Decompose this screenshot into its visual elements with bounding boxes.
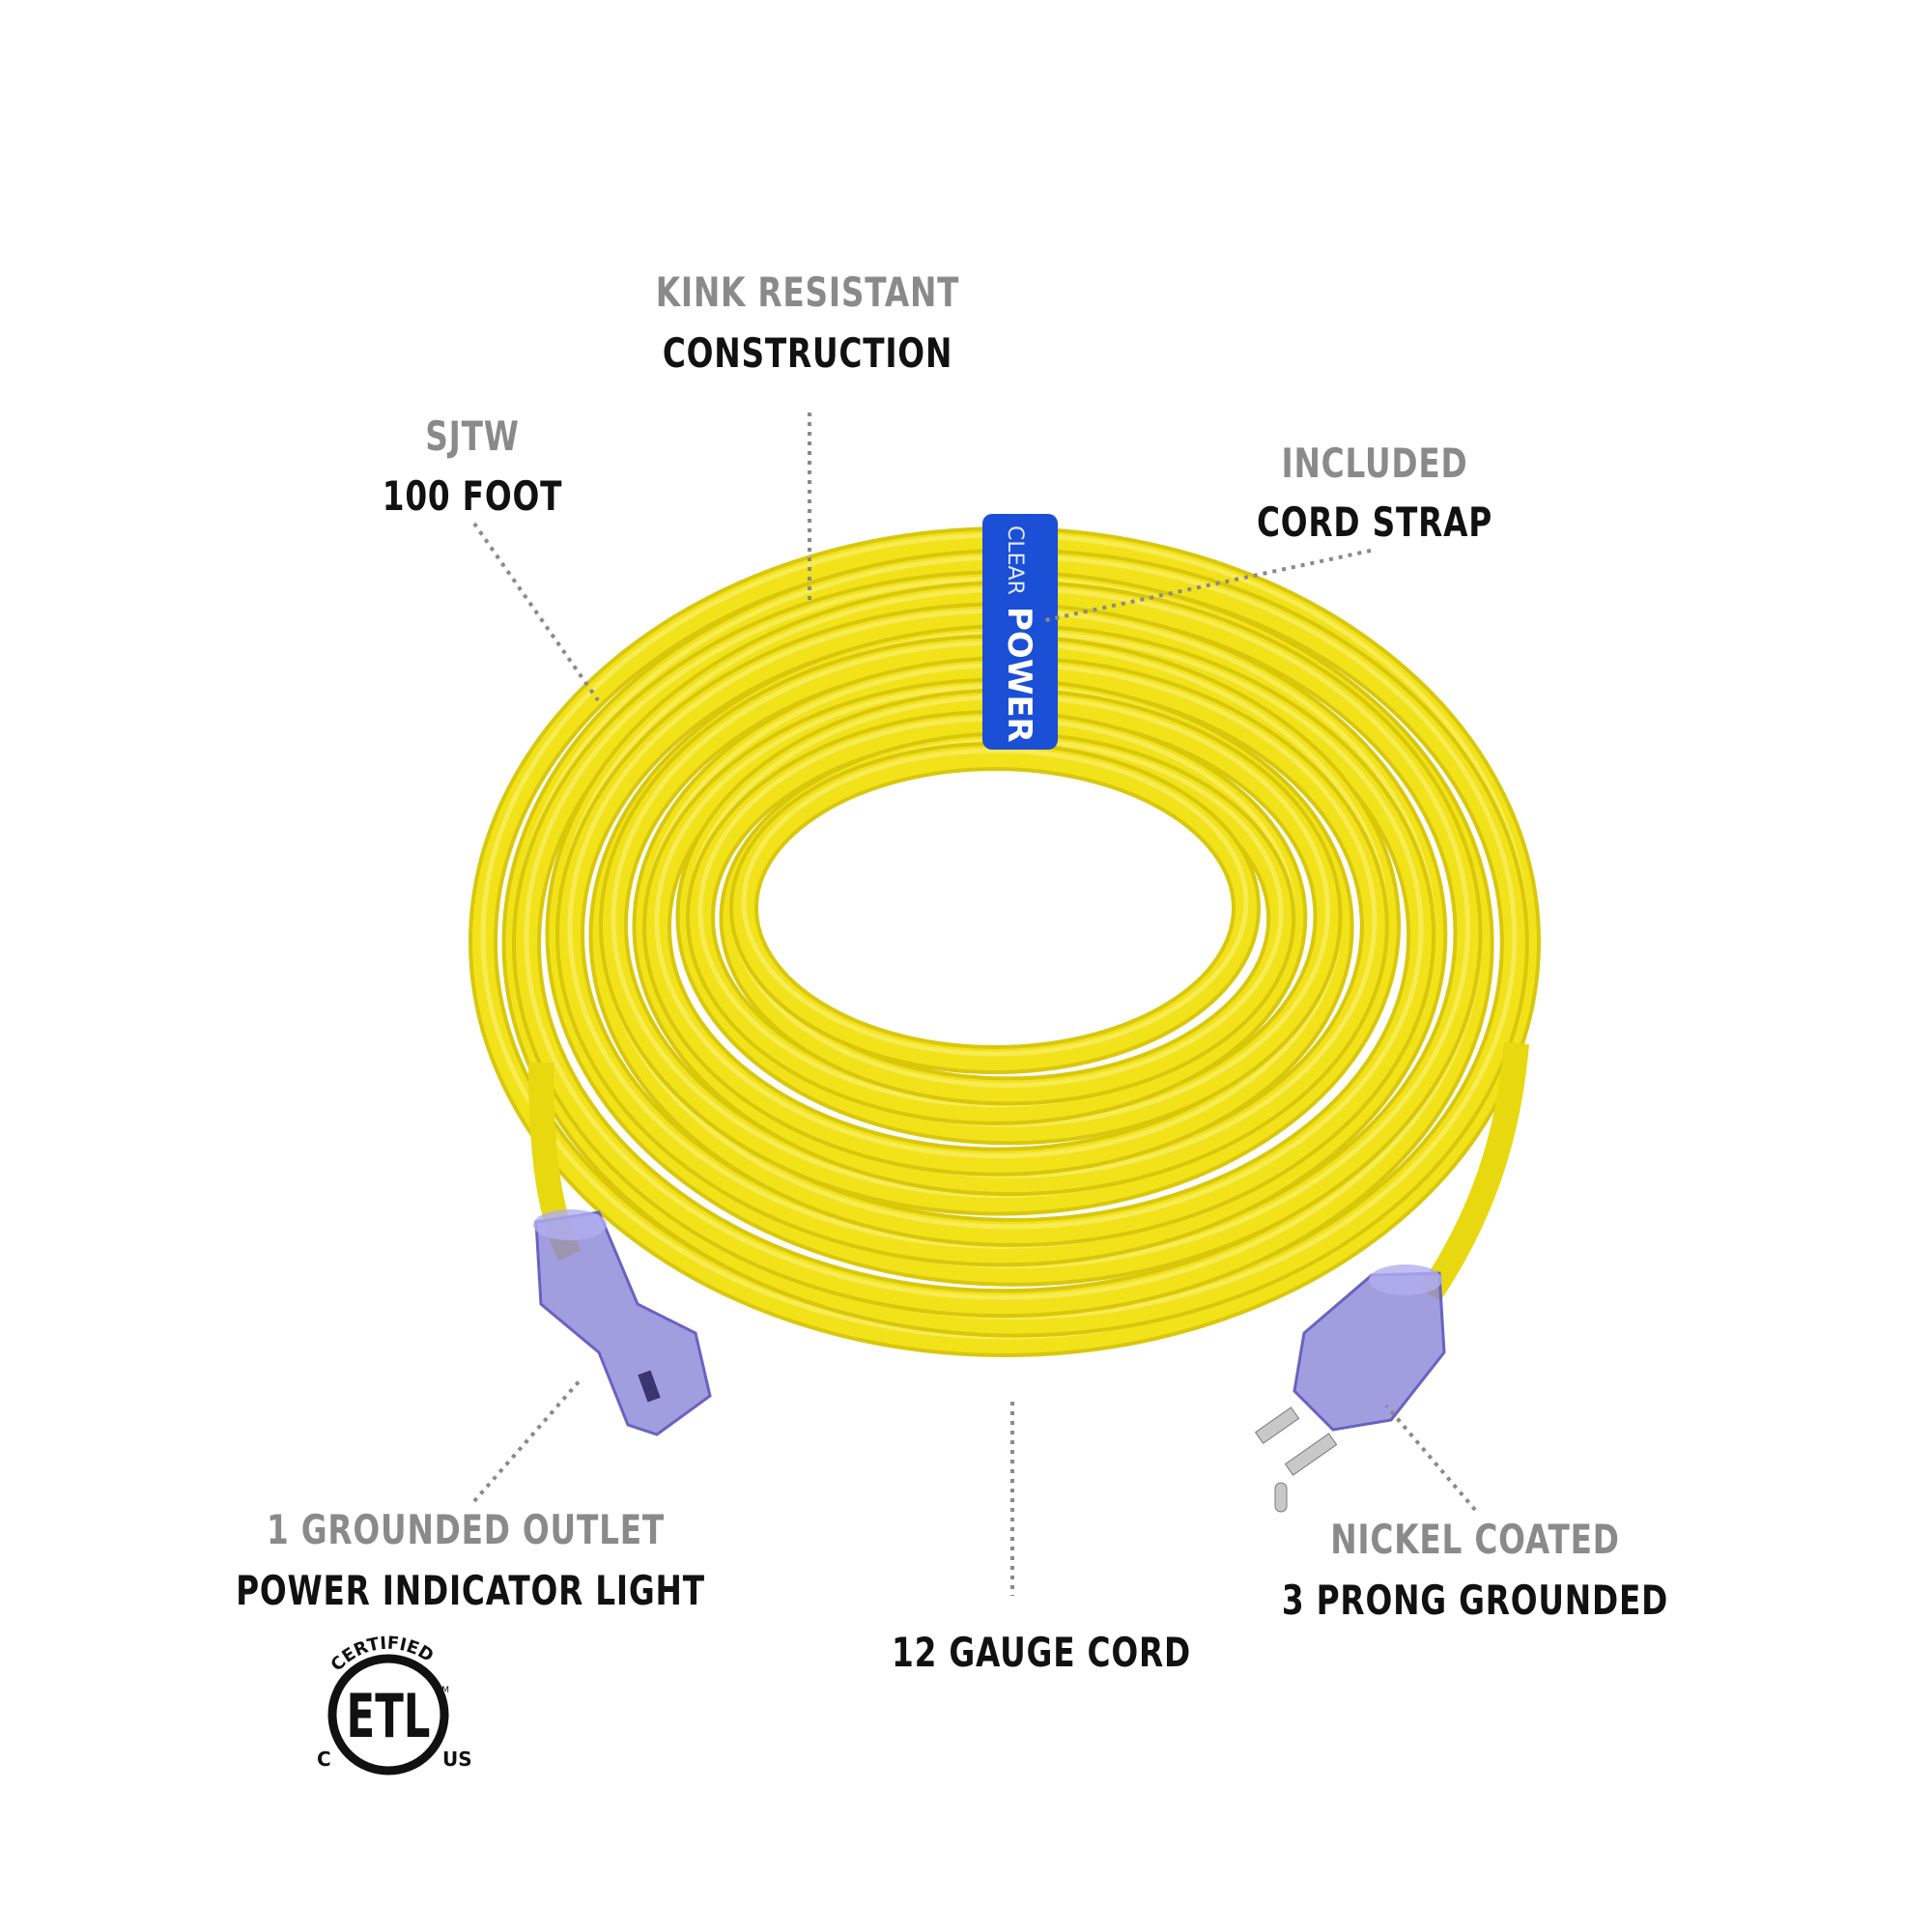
cord-loop xyxy=(733,746,1257,1070)
callout-lines xyxy=(472,412,1477,1596)
etl-c: C xyxy=(317,1747,331,1771)
length-label-line1: SJTW xyxy=(425,412,520,460)
gauge-label: 12 GAUGE CORD xyxy=(892,1629,1191,1676)
cord-loop xyxy=(741,748,1249,1057)
callout-line-outlet xyxy=(472,1377,583,1503)
plug-label-line2: 3 PRONG GROUNDED xyxy=(1281,1577,1669,1624)
outlet-label-line1: 1 GROUNDED OUTLET xyxy=(266,1506,666,1553)
grounded-outlet-connector xyxy=(533,1209,712,1436)
callout-line-strap xyxy=(1044,549,1372,622)
outlet-label-line2: POWER INDICATOR LIGHT xyxy=(236,1567,705,1614)
kink-label-line1: KINK RESISTANT xyxy=(655,269,960,316)
strap-label-line2: CORD STRAP xyxy=(1256,498,1493,546)
cord-strap: CLEAR POWER xyxy=(982,514,1058,750)
length-label-line2: 100 FOOT xyxy=(382,472,563,520)
etl-certified-logo: CERTIFIED ETL CM C US xyxy=(317,1634,472,1776)
callout-line-length xyxy=(472,522,600,702)
plug-label-line1: NICKEL COATED xyxy=(1330,1516,1620,1563)
cord-tail-right xyxy=(1419,1041,1529,1302)
callout-line-plug xyxy=(1384,1404,1477,1512)
etl-mark: ETL xyxy=(347,1681,431,1751)
etl-sup: CM xyxy=(436,1686,449,1695)
kink-label-line2: CONSTRUCTION xyxy=(662,329,953,377)
three-prong-plug xyxy=(1254,1264,1446,1513)
strap-brand-small: CLEAR xyxy=(1003,526,1027,595)
strap-label-line1: INCLUDED xyxy=(1281,440,1468,487)
strap-brand-big: POWER xyxy=(1000,607,1038,743)
etl-us: US xyxy=(442,1747,472,1771)
